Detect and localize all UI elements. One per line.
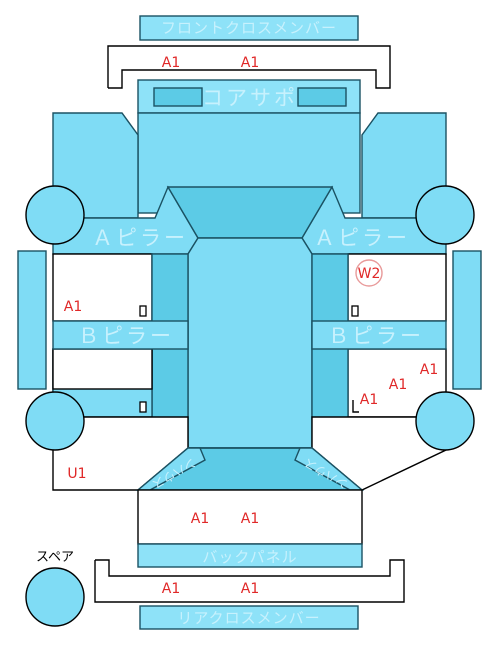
core-support-right-slot (297, 87, 347, 107)
right-rear-door-handle (352, 400, 359, 413)
mark-left-front-door: A1 (64, 299, 82, 315)
left-rear-door-white (52, 348, 153, 390)
trunk-area (137, 489, 363, 545)
front-cross-member-frame (107, 45, 391, 89)
mark-trunk-2: A1 (241, 511, 259, 527)
mark-rear-cross-member-1: A1 (162, 581, 180, 597)
mark-left-quarter: U1 (67, 466, 86, 482)
mark-rear-cross-member-2: A1 (241, 581, 259, 597)
core-support-label: コアサポ (202, 86, 298, 110)
roof (187, 237, 313, 449)
mark-front-cross-member-2: A1 (241, 55, 259, 71)
left-wheel-house-inner (136, 447, 206, 491)
mark-right-front-door-circle (355, 259, 383, 287)
b-pillar-right-label: Ｂピラー (328, 324, 424, 348)
rear-cross-member-label: リアクロスメンバー (177, 609, 320, 627)
b-pillar-right (311, 320, 447, 350)
mark-right-rear-1: A1 (420, 362, 438, 378)
back-panel-label: バックパネル (202, 548, 297, 566)
core-support-left-slot (153, 87, 203, 107)
mark-trunk-1: A1 (191, 511, 209, 527)
front-right-wheel (415, 185, 475, 245)
back-panel (137, 543, 363, 568)
rear-cross-member (139, 605, 359, 630)
spare-label: スペア (36, 550, 74, 565)
mark-right-rear-2: A1 (389, 377, 407, 393)
left-front-door-handle (139, 305, 147, 317)
left-side-sill (17, 250, 47, 390)
a-pillar-left-label: Ａピラー (92, 226, 188, 250)
left-front-door (52, 253, 153, 322)
rear-right-wheel (415, 391, 475, 451)
right-front-door-handle (351, 305, 359, 317)
rear-cross-member-frame (94, 559, 405, 603)
right-side-sill (452, 250, 482, 390)
right-wheel-house-inner (294, 447, 364, 491)
mark-front-cross-member-1: A1 (162, 55, 180, 71)
b-pillar-left (52, 320, 189, 350)
a-pillar-right-label: Ａピラー (314, 226, 410, 250)
front-cross-member-label: フロントクロスメンバー (161, 19, 337, 37)
front-cross-member (139, 15, 359, 41)
rear-left-wheel (25, 391, 85, 451)
b-pillar-left-label: Ｂピラー (78, 324, 174, 348)
spare-tire (25, 567, 85, 627)
left-rear-door-handle (139, 401, 147, 413)
front-left-wheel (25, 185, 85, 245)
mark-right-front-door: W2 (358, 266, 381, 282)
mark-right-rear-3: A1 (360, 392, 378, 408)
